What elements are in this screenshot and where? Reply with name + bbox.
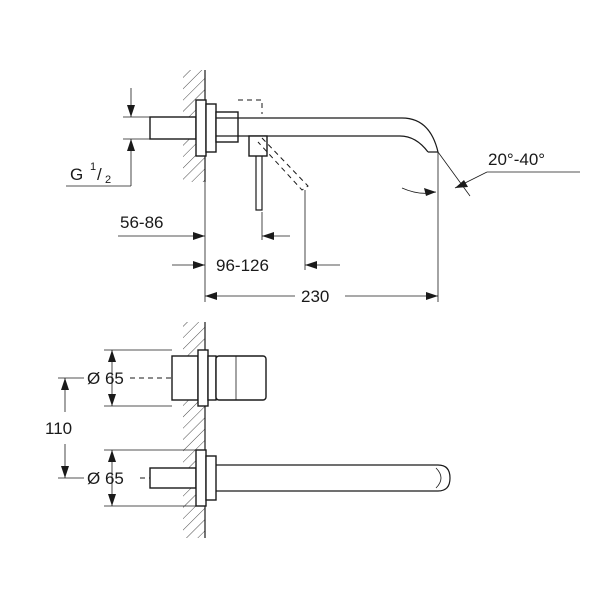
- depth-dimension: 56-86: [118, 213, 290, 240]
- angle-dimension: 20°-40°: [401, 150, 580, 197]
- spout-length-dimension: 230: [205, 287, 438, 306]
- spout-base: [215, 111, 239, 143]
- center-distance-label: 110: [45, 419, 72, 438]
- spout-length-label: 230: [301, 287, 329, 306]
- lever-cylinder-front: [215, 355, 267, 401]
- lever-dimension: 96-126: [172, 256, 340, 275]
- side-view: G 1 / 2 56-86 96-126: [66, 70, 580, 306]
- diameter-dimension-upper: Ø 65: [87, 349, 172, 407]
- front-view: Ø 65 Ø 65 110: [45, 322, 451, 538]
- wall-plate-upper: [197, 349, 209, 407]
- thread-label-den: 2: [105, 174, 111, 186]
- lever-collar: [248, 135, 268, 157]
- mixer-mounting-body: [171, 355, 199, 401]
- spout-front: [216, 464, 451, 492]
- flange-top: [205, 103, 217, 153]
- center-distance-dimension: 110: [45, 377, 84, 479]
- lever-handle: [255, 136, 263, 211]
- thread-dimension: G 1 / 2: [66, 88, 150, 187]
- flange-upper: [207, 355, 217, 401]
- thread-label-g: G: [70, 165, 83, 184]
- lever-range-label: 96-126: [216, 256, 269, 275]
- depth-label: 56-86: [120, 213, 163, 232]
- wall-plate-lower: [195, 449, 207, 507]
- thread-label-num: 1: [90, 161, 96, 173]
- diameter-label-lower: Ø 65: [87, 469, 124, 488]
- angle-label: 20°-40°: [488, 150, 545, 169]
- diameter-label-upper: Ø 65: [87, 369, 124, 388]
- thread-label-slash: /: [97, 165, 102, 184]
- wall-plate-top: [195, 99, 207, 157]
- thread-connector: [149, 116, 197, 140]
- spout-connector-front: [149, 467, 197, 489]
- flange-lower: [205, 455, 217, 501]
- diameter-dimension-lower: Ø 65: [87, 449, 196, 507]
- spout-side: [216, 117, 439, 153]
